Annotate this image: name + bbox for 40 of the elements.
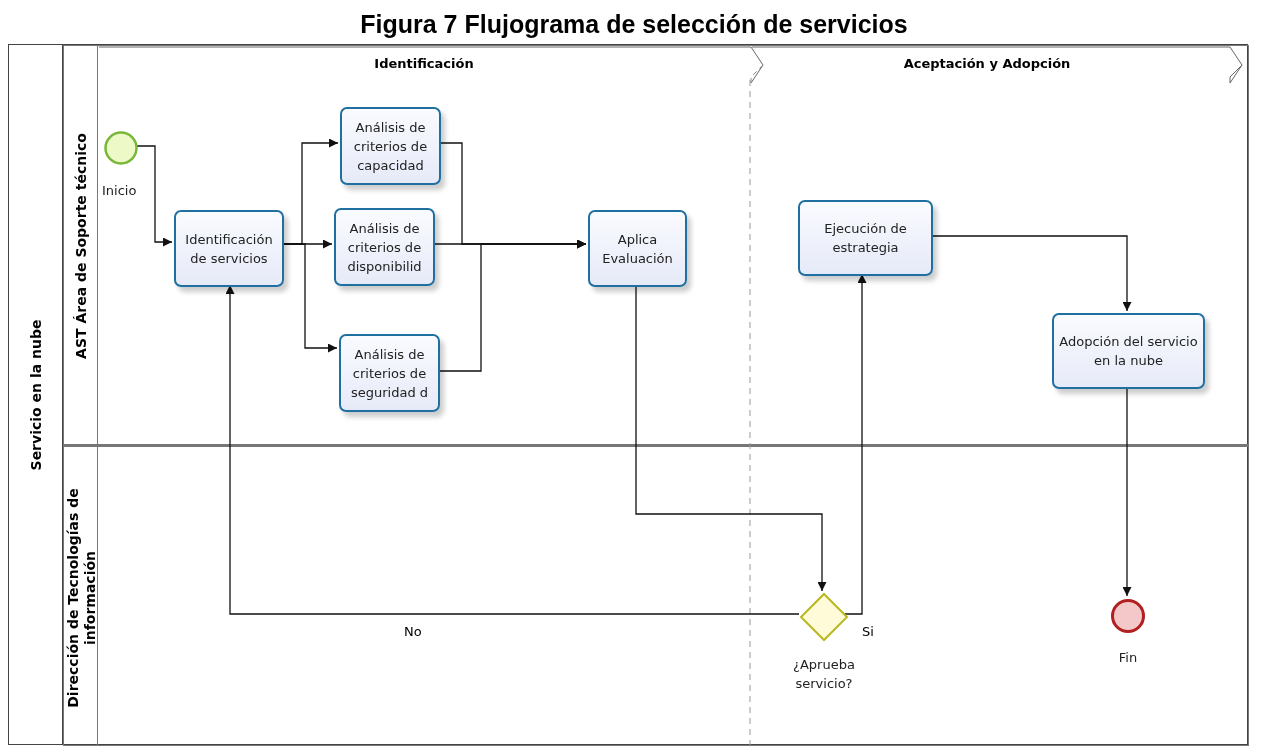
phase-label: Identificación	[373, 56, 475, 71]
task-label: Identificación de servicios	[184, 230, 274, 268]
start-event-circle	[104, 131, 138, 165]
task-label: Análisis de criterios de capacidad	[352, 118, 429, 175]
phase-header	[752, 47, 1242, 83]
arrow	[930, 235, 1132, 312]
task-label: Aplica Evaluación	[601, 230, 674, 268]
arrow	[281, 243, 338, 353]
task-label: Análisis de criterios de disponibilid	[346, 219, 423, 276]
edge-label: Si	[860, 624, 876, 639]
phase-label: Aceptación y Adopción	[902, 56, 1072, 71]
task-label: Ejecución de estrategia	[823, 220, 908, 257]
swimlane	[63, 445, 1249, 746]
arrow	[225, 284, 800, 615]
event-label: Inicio	[102, 182, 137, 200]
pool	[8, 44, 1248, 745]
edge-label: No	[402, 624, 424, 639]
arrow	[844, 273, 867, 615]
task-label: Análisis de criterios de seguridad d	[349, 345, 430, 402]
task-box	[174, 210, 284, 287]
event-label: Fin	[1117, 649, 1139, 667]
task-box	[339, 334, 440, 412]
decision-diamond	[801, 594, 847, 640]
swimlane	[63, 45, 1249, 445]
task-box	[340, 107, 441, 185]
arrow	[635, 284, 827, 592]
task-box	[334, 208, 435, 286]
event-label: ¿Aprueba servicio?	[792, 656, 856, 693]
arrow	[135, 145, 173, 247]
lane-label: AST Área de Soporte técnico	[71, 132, 90, 361]
task-box	[1052, 313, 1205, 389]
task-label: Adopción del servicio en la nube	[1058, 333, 1199, 370]
task-box	[798, 200, 933, 276]
arrow	[1122, 386, 1132, 597]
task-box	[588, 210, 687, 287]
arrow	[437, 239, 587, 372]
end-event-circle	[1111, 599, 1145, 633]
diagram-title: Figura 7 Flujograma de selección de servicios	[360, 10, 908, 38]
lane-label: Dirección de Tecnologías de información	[64, 486, 98, 710]
pool-label: Servicio en la nube	[26, 318, 45, 473]
